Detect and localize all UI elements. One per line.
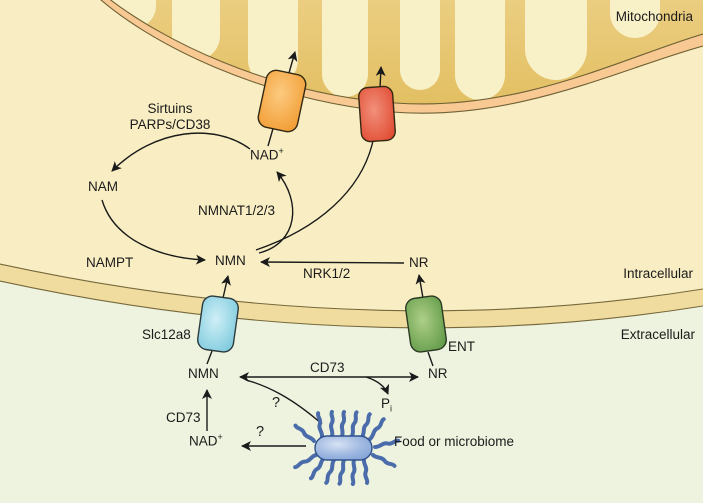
label-sirtuins-parps: Sirtuins PARPs/CD38 <box>100 101 240 132</box>
label-slc12a8: Slc12a8 <box>142 327 191 342</box>
label-nam: NAM <box>88 179 118 194</box>
slc12a8-transporter <box>197 295 239 353</box>
crista <box>525 0 587 80</box>
label-nr-intracellular: NR <box>409 255 429 270</box>
crista <box>610 0 660 38</box>
label-intracellular: Intracellular <box>623 266 693 281</box>
label-mitochondria: Mitochondria <box>615 9 693 24</box>
ent-transporter <box>405 295 447 353</box>
arrow-nmn-to-nad <box>258 171 294 254</box>
mito-membrane-inner-line <box>109 0 703 105</box>
label-cd73-vertical: CD73 <box>166 410 201 425</box>
crista <box>455 0 505 100</box>
arrow-pi-release <box>365 376 390 395</box>
arrow-ent-up-to-nr <box>415 274 426 299</box>
line-nr-extra-to-ent <box>427 351 434 367</box>
label-nmn-intracellular: NMN <box>215 253 246 268</box>
label-nmn-extracellular: NMN <box>188 366 219 381</box>
crista <box>248 0 298 85</box>
cell-membrane <box>0 264 703 328</box>
label-extracellular: Extracellular <box>620 327 695 342</box>
label-question-nmn: ? <box>272 395 281 411</box>
label-question-nad: ? <box>256 424 265 440</box>
label-food-or-microbiome: Food or microbiome <box>394 434 515 449</box>
label-cd73-horizontal: CD73 <box>310 360 345 375</box>
arrow-microbe-to-nmn <box>245 379 323 425</box>
line-nmn-extra-to-slc12a8 <box>206 350 213 365</box>
label-nampt: NAMPT <box>86 255 134 270</box>
arrow-nad-to-nam <box>111 132 251 172</box>
mito-transporter-red <box>358 85 396 143</box>
bacterium-icon <box>293 409 401 487</box>
label-parps-cd38: PARPs/CD38 <box>129 116 211 132</box>
label-sirtuins: Sirtuins <box>147 101 193 116</box>
crista <box>322 0 368 97</box>
arrow-nam-to-nmn <box>101 199 206 265</box>
label-nrk: NRK1/2 <box>303 266 351 281</box>
crista <box>400 0 440 90</box>
label-nmnat: NMNAT1/2/3 <box>198 203 276 218</box>
mito-transporter-orange <box>257 69 307 133</box>
bacterium-body <box>314 435 373 461</box>
cell-membrane-outer-line <box>0 263 703 312</box>
arrow-nr-to-nmn <box>260 257 405 268</box>
label-nad-intracellular: NAD+ <box>250 146 284 163</box>
cell-membrane-inner-line <box>0 280 703 329</box>
label-nad-extracellular: NAD+ <box>189 432 223 449</box>
mitochondria-cristae <box>112 0 660 100</box>
label-pi: Pi <box>381 396 393 414</box>
arrow-slc12a8-up-to-nmn <box>221 275 231 299</box>
crista <box>172 0 220 60</box>
label-ent: ENT <box>448 339 475 354</box>
label-nr-extracellular: NR <box>428 366 448 381</box>
bacterium-flagella <box>293 409 401 487</box>
